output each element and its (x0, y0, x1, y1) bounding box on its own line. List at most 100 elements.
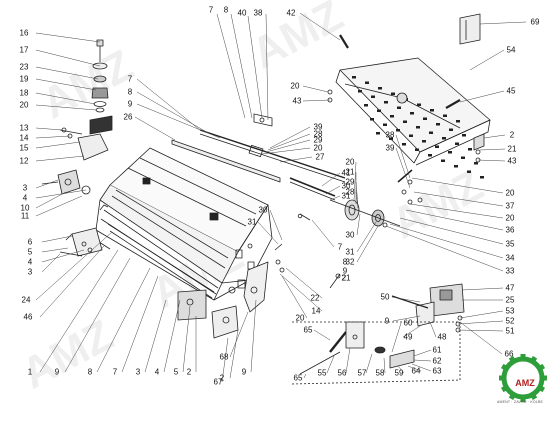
leader-line (144, 299, 167, 373)
leader-line (321, 172, 341, 187)
leader-line (281, 275, 308, 319)
leader-line (41, 235, 73, 243)
leader-line (405, 209, 504, 231)
plate-hole (358, 90, 362, 93)
part-number-label: 26 (123, 112, 133, 122)
part-number-label: 22 (310, 293, 320, 303)
leader-line (411, 363, 432, 372)
drive-bracket (177, 261, 269, 339)
plate-hole (443, 114, 447, 117)
plate-hole (384, 101, 388, 104)
leader-line (353, 161, 357, 201)
part-number-label: 43 (507, 156, 517, 166)
part-number-label: 9 (241, 367, 247, 377)
part-number-label: 19 (19, 74, 29, 84)
part-number-label: 11 (20, 211, 30, 221)
leader-line (182, 305, 191, 373)
plate-hole (383, 123, 387, 126)
plate-hole (409, 134, 413, 137)
plate-hole (415, 148, 419, 151)
part-number-label: 61 (432, 345, 442, 355)
part-number-label: 10 (20, 203, 30, 213)
plate-hole (370, 118, 374, 121)
leader-line (299, 12, 341, 41)
part-number-label: 55 (317, 368, 327, 378)
leader-line (483, 134, 506, 139)
part-number-label: 3 (22, 183, 28, 193)
part-number-label: 3 (27, 267, 33, 277)
part-number-label: 4 (27, 257, 33, 267)
leader-line (35, 104, 97, 111)
leader-line (285, 267, 323, 299)
part-number-label: 29 (345, 177, 355, 187)
leader-line (35, 155, 85, 162)
leader-line (41, 253, 61, 273)
leader-line (355, 181, 359, 207)
plate-hole (416, 126, 420, 129)
leader-line (229, 311, 249, 358)
amz-logo-icon (499, 354, 547, 402)
part-number-label: 53 (505, 306, 515, 316)
plate-hole (441, 159, 445, 162)
leader-line (136, 91, 211, 135)
part-number-label: 69 (530, 17, 540, 27)
part-number-label: 28 (345, 187, 355, 197)
plate-hole (352, 76, 356, 79)
part-number-label: 33 (505, 266, 515, 276)
part-number-label: 2 (186, 367, 192, 377)
part-number-label: 65 (303, 325, 313, 335)
leader-line (479, 148, 506, 151)
leader-line (35, 49, 101, 67)
plate-hole (410, 112, 414, 115)
plate-hole (468, 148, 472, 151)
gear-ring (501, 356, 545, 400)
leader-line (163, 299, 181, 373)
plate-hole (396, 129, 400, 132)
plate-hole (364, 104, 368, 107)
part-number-label: 46 (23, 312, 33, 322)
part-number-label: 54 (506, 45, 516, 55)
part-number-label: 38 (385, 130, 395, 140)
part-number-label: 4 (154, 367, 160, 377)
part-number-label: 21 (507, 144, 517, 154)
leader-line (329, 195, 341, 201)
part-number-label: 5 (173, 367, 179, 377)
leader-line (96, 267, 151, 373)
plate-hole (397, 106, 401, 109)
part-number-label: 21 (341, 273, 351, 283)
leader-line (302, 99, 331, 102)
leader-line (230, 13, 253, 119)
part-number-label: 24 (21, 295, 31, 305)
plate-hole (422, 140, 426, 143)
leader-line (356, 225, 379, 263)
plate-hole (390, 115, 394, 118)
plate-hole (428, 154, 432, 157)
leader-line (395, 134, 411, 179)
agitator-parts (59, 39, 113, 161)
leader-line (391, 322, 402, 353)
plate-hole (417, 103, 421, 106)
part-number-label: 57 (357, 368, 367, 378)
part-number-label: 25 (505, 295, 515, 305)
leader-line (392, 315, 421, 322)
leader-line (409, 203, 504, 219)
logo-subtext: AMENT · ZAVOD · KOLBE (496, 400, 544, 404)
part-number-label: 2 (509, 130, 515, 140)
leader-line (279, 273, 323, 312)
leader-line (411, 177, 504, 194)
part-number-label: 29 (313, 135, 323, 145)
leader-line (257, 221, 279, 245)
part-number-label: 38 (253, 8, 263, 18)
part-number-label: 20 (345, 157, 355, 167)
leader-line (313, 329, 331, 341)
part-number-label: 35 (505, 239, 515, 249)
leader-line (356, 213, 361, 236)
part-number-label: 30 (341, 181, 351, 191)
part-number-label: 18 (19, 88, 29, 98)
leader-line (221, 337, 229, 383)
hopper-body (95, 147, 273, 301)
plate-hole (371, 95, 375, 98)
part-number-label: 50 (380, 292, 390, 302)
plate-hole (423, 117, 427, 120)
part-number-label: 16 (19, 28, 29, 38)
